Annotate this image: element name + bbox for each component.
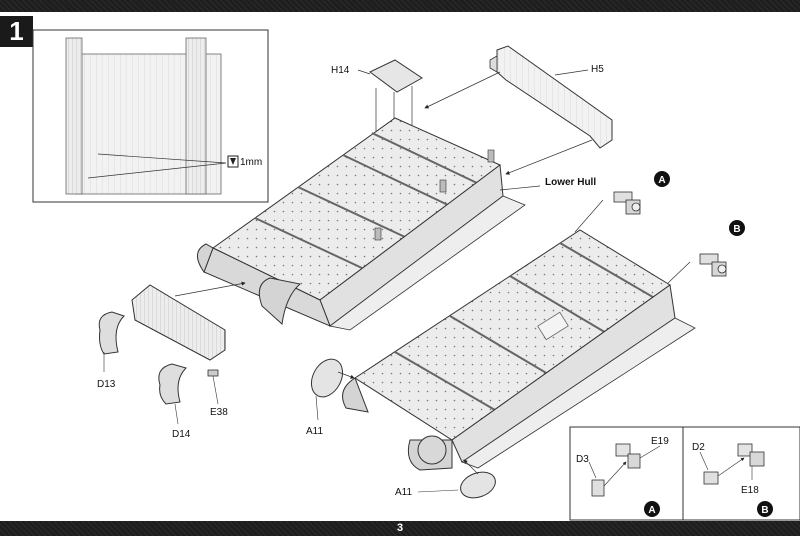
detail-box-a: [569, 426, 684, 521]
detail-box-b: [682, 426, 800, 521]
label-e38: E38: [210, 407, 228, 418]
part-assembly-b: [699, 253, 727, 277]
part-a11-top: [310, 358, 355, 421]
label-d3: D3: [576, 454, 589, 465]
label-h5: H5: [591, 64, 604, 75]
part-d14: [158, 363, 187, 425]
bottom-border-band: [0, 521, 800, 536]
detail-inset: 1mm: [32, 29, 269, 203]
detail-b-marker: [757, 501, 773, 517]
part-a11-bottom: [417, 459, 496, 499]
callout-b-letter: B: [733, 224, 740, 235]
label-d2: D2: [692, 442, 705, 453]
top-border-band: [0, 0, 800, 12]
label-e18: E18: [741, 485, 759, 496]
label-lower-hull: Lower Hull: [545, 177, 596, 188]
detail-a-marker: [644, 501, 660, 517]
label-d13: D13: [97, 379, 116, 390]
callout-a-letter: A: [658, 175, 665, 186]
detail-a-letter: A: [648, 505, 655, 516]
part-e38: [207, 369, 219, 405]
part-d13: [98, 311, 125, 372]
label-a11-bottom: A11: [395, 487, 412, 498]
detail-b-letter: B: [761, 505, 768, 516]
dimension-label: 1mm: [240, 157, 262, 168]
lower-hull-second-view: [342, 199, 696, 471]
lower-hull-upper-view: [197, 117, 541, 331]
part-h5-plate: [424, 45, 613, 175]
callout-b-marker: [729, 220, 745, 236]
part-assembly-a: [613, 191, 641, 215]
page-number: 3: [396, 522, 404, 534]
part-front-plate: [131, 281, 246, 361]
callout-a-marker: [654, 171, 670, 187]
label-d14: D14: [172, 429, 191, 440]
step-number-badge: 1: [0, 16, 33, 47]
label-a11-top: A11: [306, 426, 323, 437]
label-e19: E19: [651, 436, 669, 447]
label-h14: H14: [331, 65, 350, 76]
